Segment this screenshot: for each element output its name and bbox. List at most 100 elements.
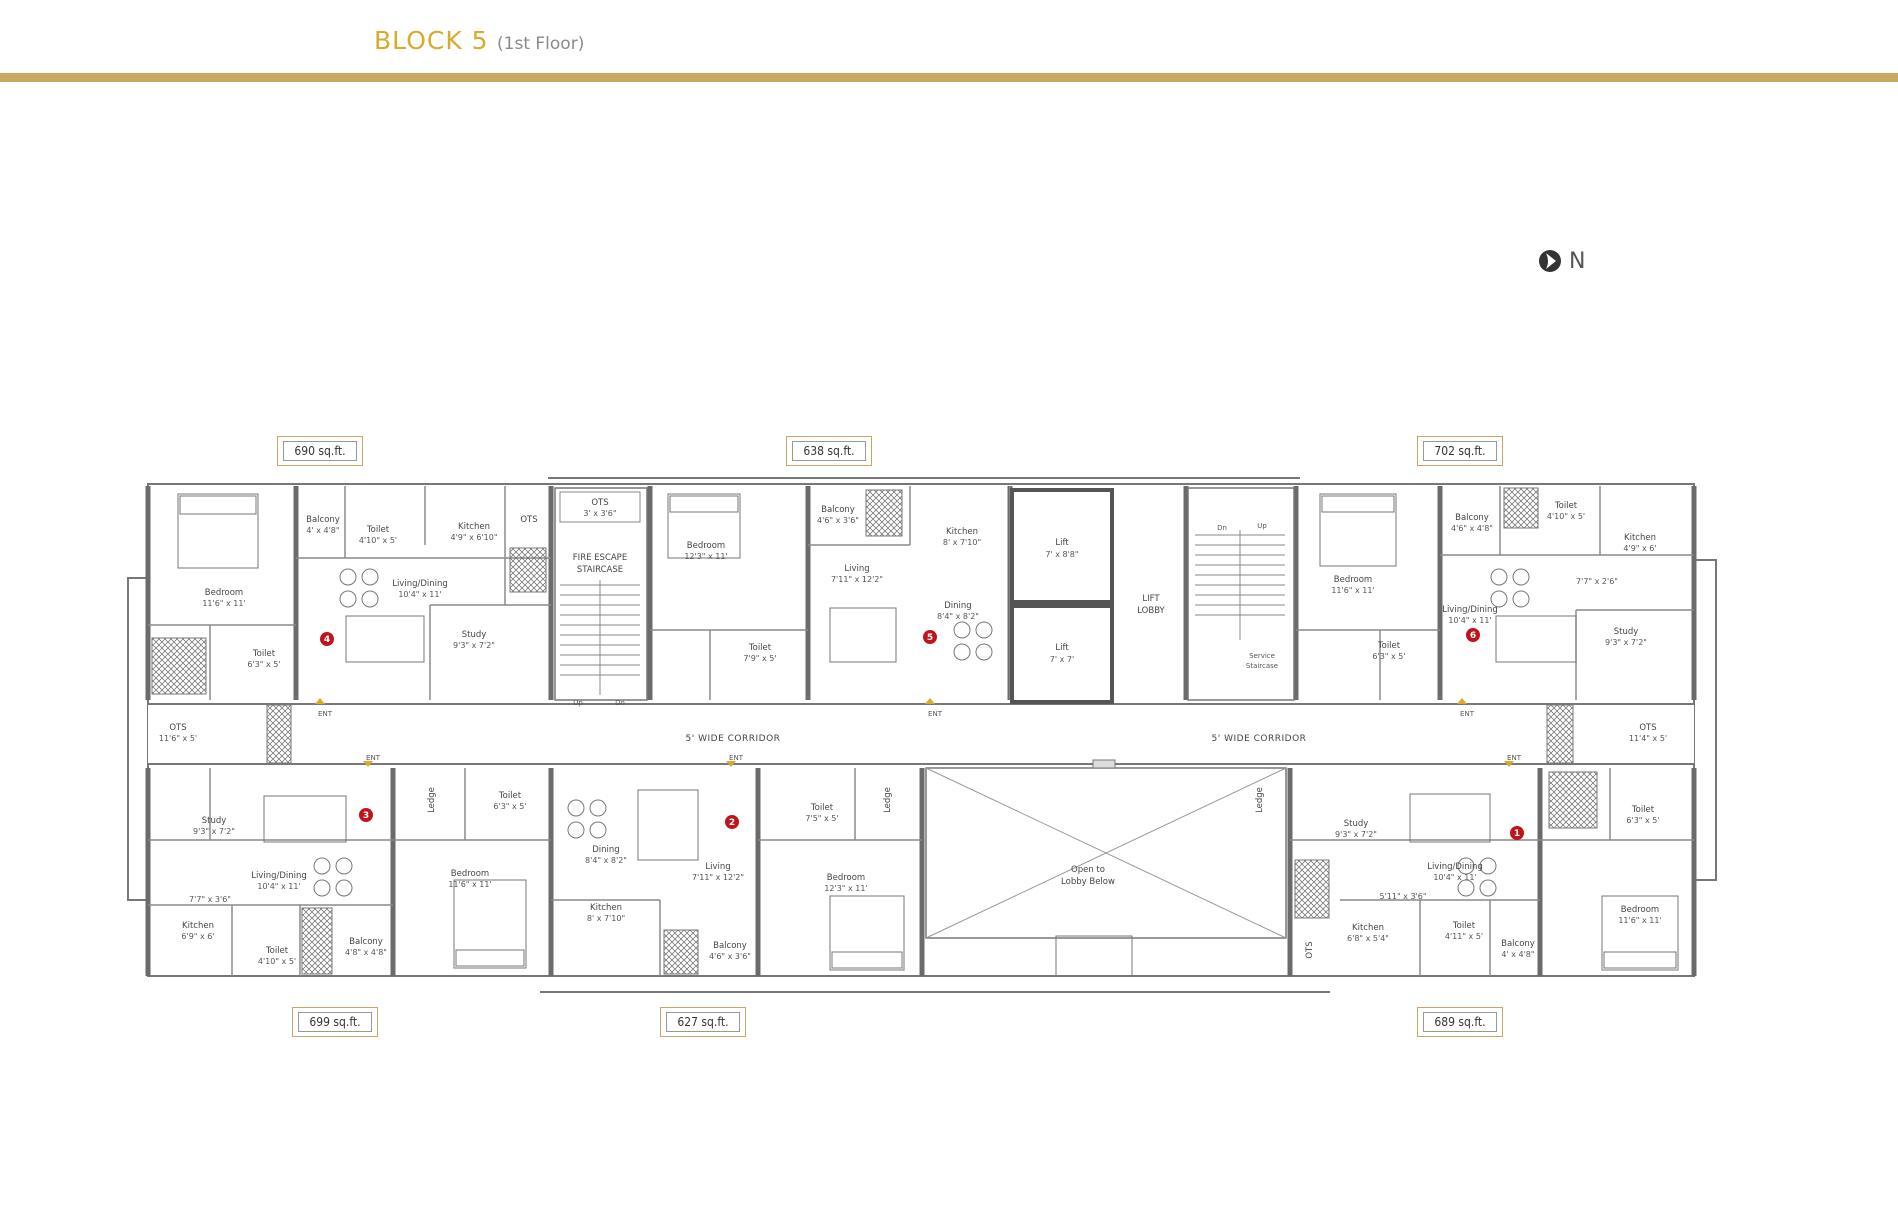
furniture (177, 493, 1679, 971)
ent-label: ENT (366, 754, 381, 762)
room-size: 10'4" x 11' (1448, 616, 1491, 625)
room-size: 6'9" x 6' (181, 932, 214, 941)
room-label: Living/Dining (1442, 605, 1498, 615)
room-size: 8'4" x 8'2" (937, 612, 979, 621)
lift-core: Lift 7' x 8'8" Lift 7' x 7' LIFT LOBBY (1010, 488, 1166, 704)
ent-label: ENT (318, 710, 333, 718)
area-badge-unit-2: 627 sq.ft. (660, 1007, 746, 1037)
room-size: 9'3" x 7'2" (453, 641, 495, 650)
room-label: Bedroom (1334, 575, 1372, 585)
room-size: 11'6" x 11' (448, 880, 491, 889)
north-indicator: N (1537, 248, 1585, 274)
compass-icon (1539, 250, 1561, 272)
unit-marker-2 (725, 815, 739, 829)
unit-1-rooms: OTS 11'4" x 5' Study 9'3" x 7'2" Living/… (1255, 723, 1667, 959)
room-size: 4'8" x 4'8" (345, 948, 387, 957)
area-badge-unit-3: 699 sq.ft. (292, 1007, 378, 1037)
room-size: 6'3" x 5' (1372, 652, 1405, 661)
area-label: 702 sq.ft. (1423, 441, 1497, 461)
service-stair-label-2: Staircase (1246, 662, 1278, 670)
room-size: 12'3" x 11' (684, 552, 727, 561)
room-label: Study (462, 630, 487, 640)
room-size: 9'3" x 7'2" (193, 827, 235, 836)
room-label: Toilet (1631, 805, 1655, 815)
room-size: 12'3" x 11' (824, 884, 867, 893)
north-label: N (1569, 248, 1586, 274)
unit-marker-3 (359, 808, 373, 822)
unit-3-rooms: OTS 11'6" x 5' Study 9'3" x 7'2" Living/… (159, 723, 527, 966)
ots-shafts (151, 487, 1598, 975)
floor-label: (1st Floor) (497, 34, 585, 54)
unit-5-rooms: Bedroom 12'3" x 11' Balcony 4'6" x 3'6" … (684, 505, 981, 663)
stair-down-label: Dn (615, 699, 625, 707)
service-stair-up: Up (1257, 522, 1267, 530)
open-to-lobby: Open to Lobby Below (925, 759, 1287, 977)
entrances: ENT ENT ENT ENT ENT ENT (315, 698, 1522, 767)
area-badge-unit-1: 689 sq.ft. (1417, 1007, 1503, 1037)
room-label: Living/Dining (1427, 862, 1483, 872)
room-label: Living (844, 564, 869, 574)
room-size: 5'11" x 3'6" (1379, 892, 1426, 901)
room-size: 11'6" x 11' (1618, 916, 1661, 925)
partitions (148, 486, 1694, 976)
lift-2-size: 7' x 7' (1050, 655, 1074, 664)
room-label: OTS (520, 515, 537, 525)
area-label: 627 sq.ft. (666, 1012, 740, 1032)
fire-stair-label: FIRE ESCAPE (573, 553, 627, 563)
room-size: 10'4" x 11' (1433, 873, 1476, 882)
ent-label: ENT (729, 754, 744, 762)
room-label: Bedroom (1621, 905, 1659, 915)
unit-number-5: 5 (927, 633, 933, 643)
unit-marker-6 (1466, 628, 1480, 642)
room-size: 4'10" x 5' (1547, 512, 1585, 521)
room-label: Living/Dining (251, 871, 307, 881)
open-lobby-label-2: Lobby Below (1061, 877, 1115, 887)
ent-label: ENT (928, 710, 943, 718)
room-size: 4' x 4'8" (306, 526, 339, 535)
unit-number-4: 4 (324, 635, 330, 645)
room-label: Kitchen (182, 921, 214, 931)
room-label: Study (1614, 627, 1639, 637)
room-label: Balcony (306, 515, 340, 525)
ent-label: ENT (1460, 710, 1475, 718)
room-size: 8' x 7'10" (587, 914, 625, 923)
room-label: Toilet (1452, 921, 1476, 931)
area-label: 638 sq.ft. (792, 441, 866, 461)
lift-1-size: 7' x 8'8" (1045, 550, 1078, 559)
unit-4-rooms: Balcony 4' x 4'8" Toilet 4'10" x 5' Kitc… (202, 515, 537, 669)
area-badge-unit-5: 638 sq.ft. (786, 436, 872, 466)
room-size: 10'4" x 11' (257, 882, 300, 891)
room-size: 7'11" x 12'2" (831, 575, 883, 584)
room-label: Bedroom (827, 873, 865, 883)
room-label: Kitchen (590, 903, 622, 913)
room-label: Balcony (349, 937, 383, 947)
room-label: Balcony (1455, 513, 1489, 523)
room-size: 4'6" x 4'8" (1451, 524, 1493, 533)
unit-number-1: 1 (1514, 829, 1520, 839)
room-size: 11'6" x 11' (202, 599, 245, 608)
room-size: 4'10" x 5' (359, 536, 397, 545)
room-size: 9'3" x 7'2" (1605, 638, 1647, 647)
room-label: Toilet (1554, 501, 1578, 511)
unit-number-3: 3 (363, 811, 369, 821)
ots-top-label: OTS (591, 498, 608, 508)
ent-label: ENT (1507, 754, 1522, 762)
room-size: 4'10" x 5' (258, 957, 296, 966)
room-size: 4'11" x 5' (1445, 932, 1483, 941)
room-size: 6'3" x 5' (1626, 816, 1659, 825)
fire-stair-label-2: STAIRCASE (577, 565, 623, 575)
room-label: Toilet (498, 791, 522, 801)
room-label: Bedroom (451, 869, 489, 879)
room-label: Ledge (883, 787, 893, 813)
room-label: Dining (944, 601, 971, 611)
room-size: 6'3" x 5' (493, 802, 526, 811)
room-label: Toilet (252, 649, 276, 659)
room-size: 9'3" x 7'2" (1335, 830, 1377, 839)
room-size: 7'7" x 3'6" (189, 895, 231, 904)
service-staircase: Dn Up Service Staircase (1187, 487, 1295, 701)
corridor-label-left: 5' WIDE CORRIDOR (686, 734, 781, 744)
unit-6-rooms: Bedroom 11'6" x 11' Balcony 4'6" x 4'8" … (1331, 501, 1656, 661)
area-badge-unit-6: 702 sq.ft. (1417, 436, 1503, 466)
room-size: 7'7" x 2'6" (1576, 577, 1618, 586)
room-size: 11'6" x 11' (1331, 586, 1374, 595)
